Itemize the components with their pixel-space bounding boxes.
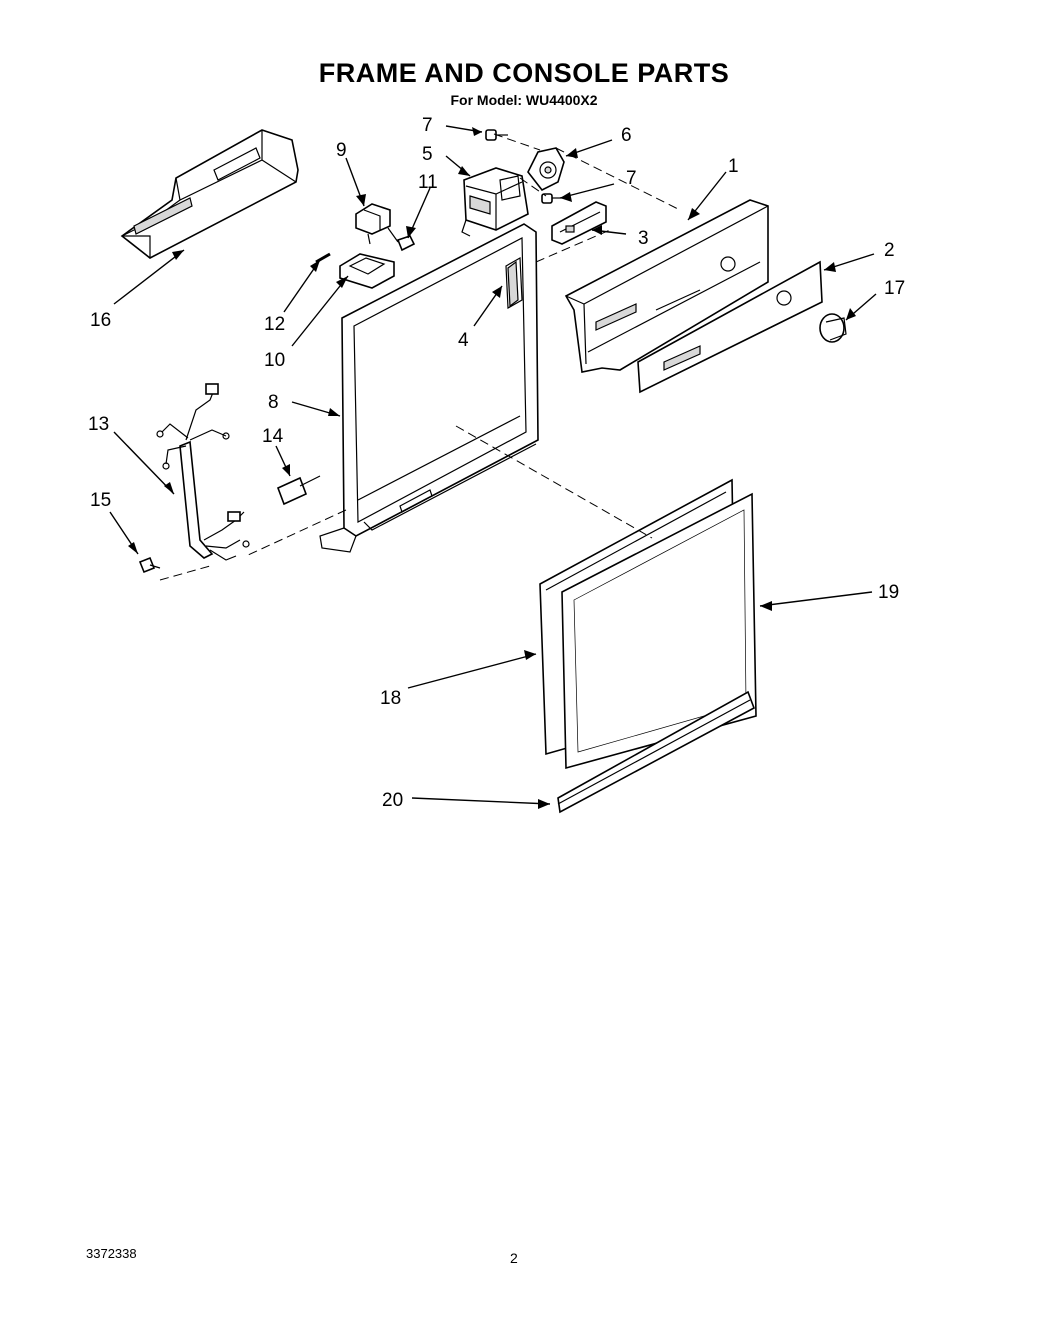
leader-lines xyxy=(109,125,877,809)
callout-11: 11 xyxy=(418,172,438,193)
part-10-holder xyxy=(339,253,395,289)
part-15-screw xyxy=(138,556,161,574)
callout-7-upper: 7 xyxy=(422,115,433,136)
part-16-console-bracket xyxy=(120,129,299,259)
part-9-switch xyxy=(355,203,391,245)
part-8-door-frame xyxy=(319,223,539,553)
page-title: FRAME AND CONSOLE PARTS xyxy=(318,58,730,88)
callout-4: 4 xyxy=(458,330,469,351)
callout-8: 8 xyxy=(268,392,279,413)
part-13-wire-harness xyxy=(156,383,250,561)
part-1-console-panel xyxy=(564,199,769,373)
page-number: 2 xyxy=(510,1250,518,1266)
callout-6: 6 xyxy=(621,125,632,146)
part-14-connector xyxy=(276,475,321,506)
part-11-connector xyxy=(387,227,416,252)
part-12-pin xyxy=(315,252,331,264)
part-2-console-overlay xyxy=(637,260,823,394)
callout-14: 14 xyxy=(262,426,284,447)
callout-19: 19 xyxy=(878,582,899,603)
assembly-guide-lines xyxy=(159,133,681,581)
part-20-bottom-trim xyxy=(557,690,755,814)
model-subtitle: For Model: WU4400X2 xyxy=(450,92,598,108)
callout-18: 18 xyxy=(380,688,401,709)
callout-5: 5 xyxy=(422,144,433,165)
callout-13: 13 xyxy=(88,414,109,435)
part-7-screw-lower xyxy=(541,193,566,204)
part-3-latch xyxy=(551,201,607,245)
callout-20: 20 xyxy=(382,790,403,811)
callout-numbers: 7 5 6 7 3 1 2 17 9 11 12 10 4 8 13 14 15… xyxy=(88,115,905,811)
document-number: 3372338 xyxy=(86,1246,137,1261)
callout-3: 3 xyxy=(638,228,649,249)
part-4-strike xyxy=(505,256,523,310)
callout-10: 10 xyxy=(264,350,285,371)
callout-7-lower: 7 xyxy=(626,168,637,189)
callout-2: 2 xyxy=(884,240,895,261)
callout-12: 12 xyxy=(264,314,285,335)
callout-1: 1 xyxy=(728,156,739,177)
callout-17: 17 xyxy=(884,278,905,299)
callout-9: 9 xyxy=(336,140,347,161)
callout-16: 16 xyxy=(90,310,111,331)
part-17-knob xyxy=(819,313,847,343)
part-5-control-module xyxy=(461,167,529,237)
callout-15: 15 xyxy=(90,490,111,511)
part-6-selector-knob xyxy=(527,147,565,192)
